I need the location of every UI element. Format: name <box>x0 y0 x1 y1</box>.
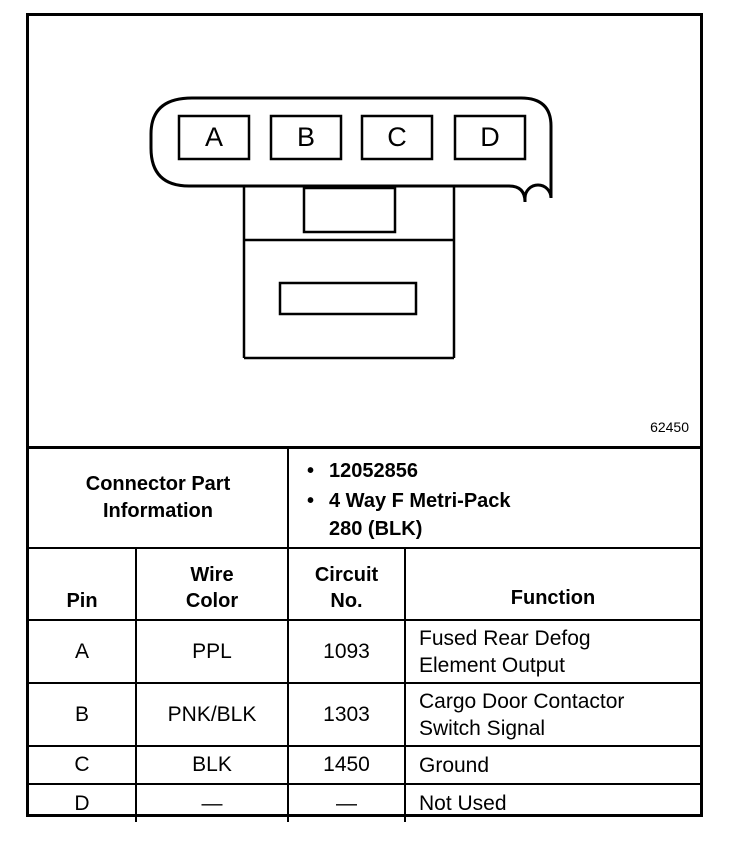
header-circuit-line2: No. <box>330 590 363 612</box>
cell-function-line2: Switch Signal <box>419 716 546 740</box>
cell-pin: B <box>29 682 137 747</box>
connector-info-table: Connector Part Information • 12052856 • … <box>29 446 701 822</box>
connector-figure-frame: A B C D 62450 Connector Part Information… <box>26 13 703 822</box>
cell-function: Not Used <box>403 783 701 822</box>
part-description-line1: 4 Way F Metri-Pack <box>329 490 511 512</box>
pin-cavity-b <box>269 114 343 161</box>
table-row: C BLK 1450 Ground <box>29 745 701 785</box>
bullet-icon: • <box>307 460 315 482</box>
cell-function: Ground <box>403 745 701 785</box>
part-description-item: • 4 Way F Metri-Pack 280 (BLK) <box>307 487 700 543</box>
pin-cavity-a <box>177 114 251 161</box>
header-circuit: Circuit No. <box>287 547 406 621</box>
cell-pin: D <box>29 783 137 822</box>
figure-number: 62450 <box>650 419 689 435</box>
header-wire-color: Wire Color <box>135 547 289 621</box>
cell-pin: A <box>29 619 137 684</box>
cell-wire-color: BLK <box>135 745 289 785</box>
cell-function: Fused Rear Defog Element Output <box>403 619 701 684</box>
connector-part-info-row: Connector Part Information • 12052856 • … <box>29 446 701 549</box>
cell-function-line2: Element Output <box>419 653 565 677</box>
pin-label-d: D <box>480 122 500 152</box>
cell-wire-color: PNK/BLK <box>135 682 289 747</box>
housing-slot <box>278 281 418 316</box>
header-wire-color-line1: Wire <box>190 564 234 586</box>
connector-part-info-label-line1: Connector Part <box>85 473 231 495</box>
pin-label-b: B <box>296 122 315 152</box>
pin-label-a: A <box>204 122 223 152</box>
table-row: D — — Not Used <box>29 783 701 822</box>
cell-circuit: 1093 <box>287 619 406 684</box>
pin-cavity-d <box>453 114 527 161</box>
cell-circuit: 1450 <box>287 745 406 785</box>
cell-function-line1: Ground <box>419 753 490 777</box>
table-row: A PPL 1093 Fused Rear Defog Element Outp… <box>29 619 701 684</box>
part-description-line2: 280 (BLK) <box>329 518 423 540</box>
bullet-icon: • <box>307 490 315 512</box>
header-wire-color-line2: Color <box>185 590 239 612</box>
connector-diagram: A B C D 62450 <box>29 16 700 449</box>
header-function: Function <box>403 547 701 621</box>
cell-function-line1: Not Used <box>419 792 507 815</box>
pin-label-c: C <box>387 122 407 152</box>
header-pin: Pin <box>29 547 137 621</box>
lock-tab <box>302 186 397 234</box>
cell-wire-color: — <box>135 783 289 822</box>
table-row: B PNK/BLK 1303 Cargo Door Contactor Swit… <box>29 682 701 747</box>
cell-circuit: 1303 <box>287 682 406 747</box>
connector-part-info-label: Connector Part Information <box>29 446 289 549</box>
header-circuit-line1: Circuit <box>314 564 379 586</box>
table-header-row: Pin Wire Color Circuit No. Function <box>29 547 701 621</box>
connector-drawing <box>149 96 553 360</box>
pin-cavity-c <box>360 114 434 161</box>
connector-body-outline <box>149 96 553 203</box>
cell-function-line1: Cargo Door Contactor <box>419 689 625 713</box>
part-number-item: • 12052856 <box>307 457 700 485</box>
cell-pin: C <box>29 745 137 785</box>
connector-part-info-list: • 12052856 • 4 Way F Metri-Pack 280 (BLK… <box>307 457 700 543</box>
connector-part-info-values: • 12052856 • 4 Way F Metri-Pack 280 (BLK… <box>286 446 701 549</box>
connector-part-info-label-line2: Information <box>103 500 213 522</box>
cell-circuit: — <box>287 783 406 822</box>
cell-wire-color: PPL <box>135 619 289 684</box>
cell-function-line1: Fused Rear Defog <box>419 626 591 650</box>
cell-function: Cargo Door Contactor Switch Signal <box>403 682 701 747</box>
part-number: 12052856 <box>329 460 418 482</box>
